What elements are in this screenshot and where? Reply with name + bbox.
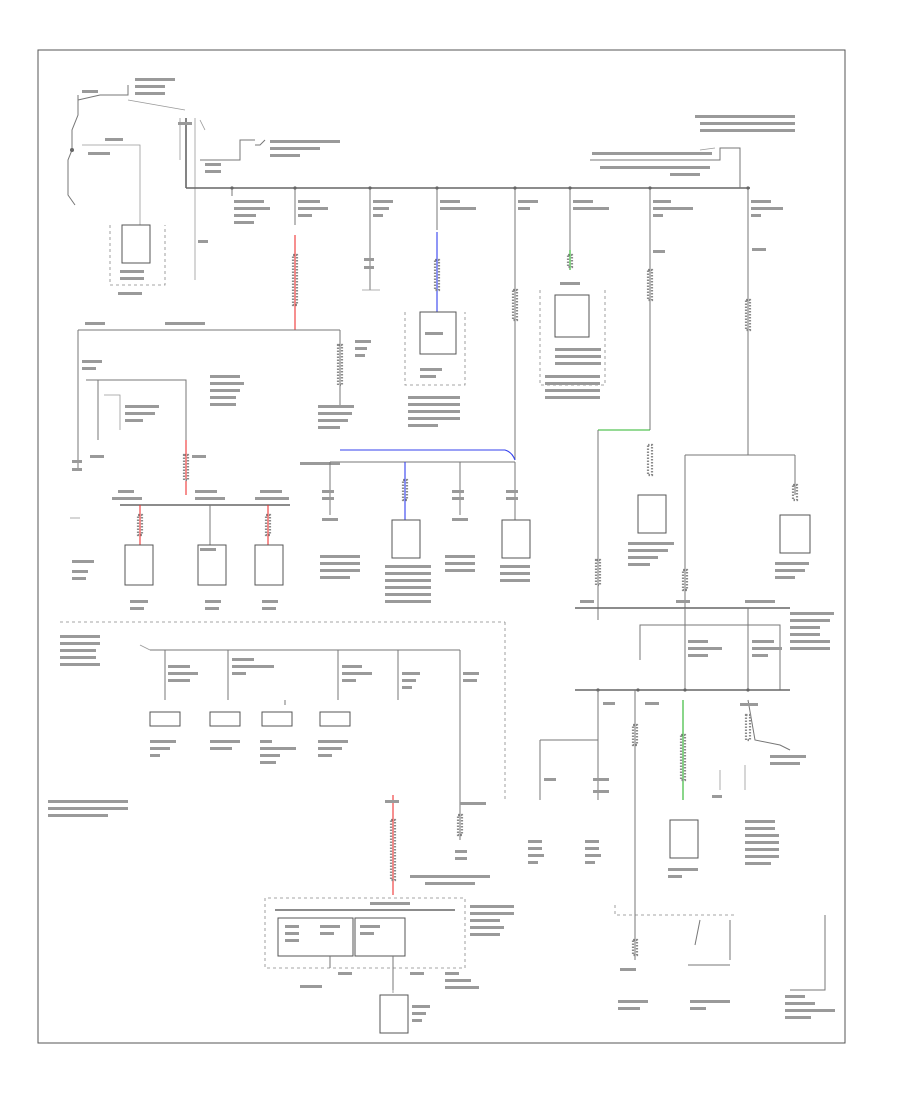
left-lighting-section (70, 322, 371, 610)
mid-loads-section (300, 449, 531, 603)
fuse-drops-top (230, 186, 783, 460)
right-mid-section (528, 429, 835, 1019)
battery-starter-section (67, 78, 186, 295)
bottom-fuse-block (264, 897, 514, 1034)
relay-section-top (404, 282, 606, 427)
starter-component (121, 224, 151, 264)
lower-left-section (48, 621, 506, 895)
diagram-border (37, 49, 846, 1044)
